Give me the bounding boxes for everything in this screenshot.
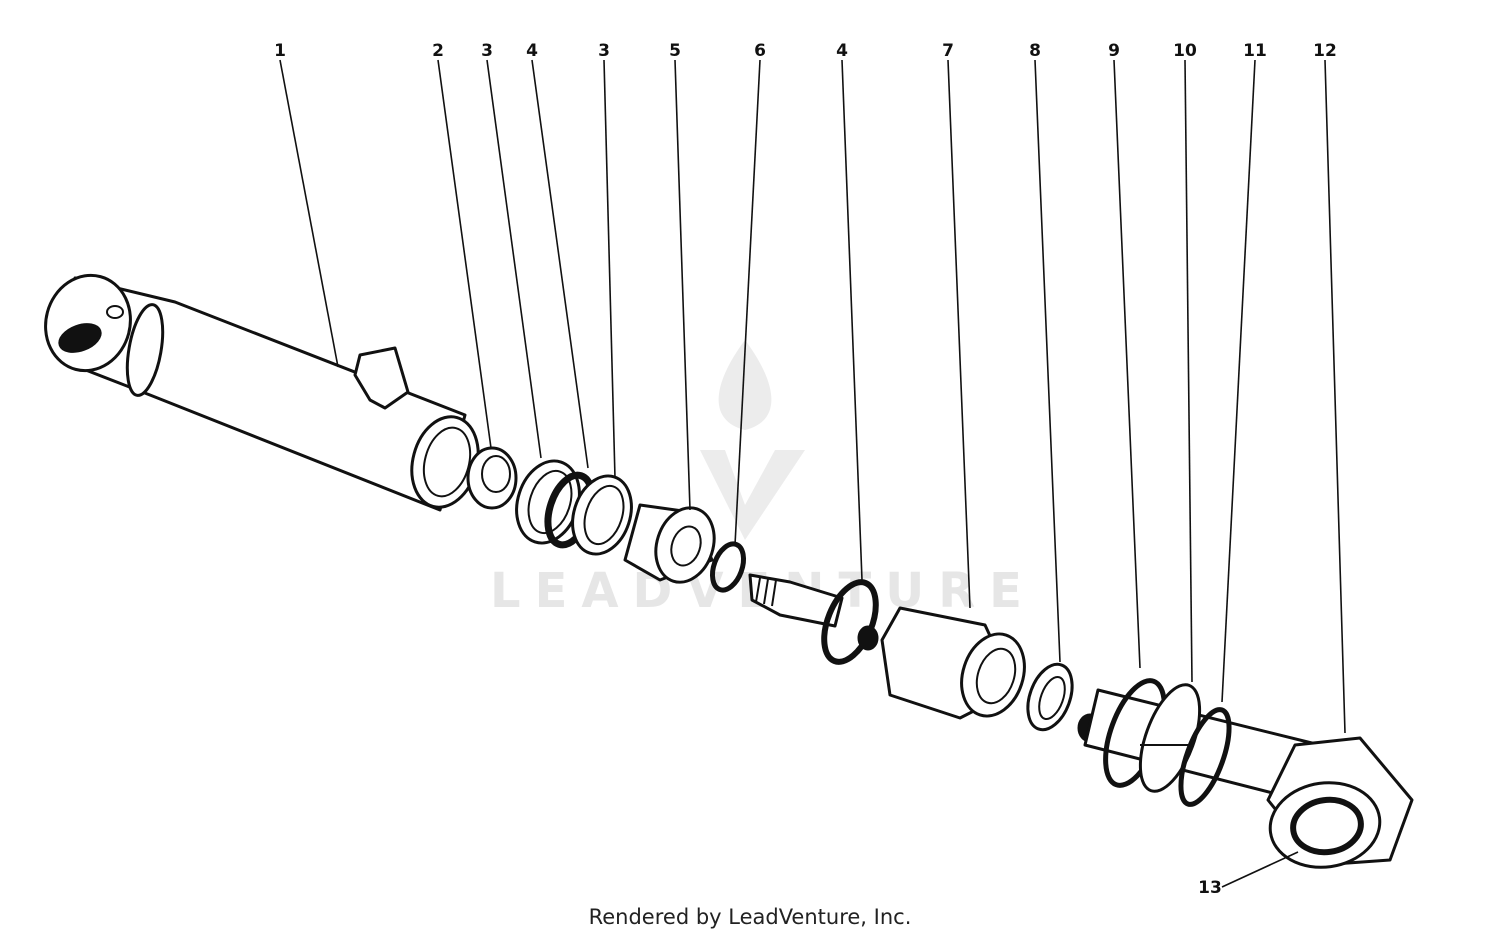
leader-line bbox=[531, 59, 589, 469]
callout-label: 10 bbox=[1173, 41, 1197, 61]
leader-line bbox=[734, 59, 761, 546]
callout-label: 9 bbox=[1108, 41, 1120, 61]
callout-label: 11 bbox=[1243, 41, 1267, 61]
leader-lines bbox=[279, 59, 1346, 888]
leader-line bbox=[1034, 59, 1061, 663]
part-5-gland bbox=[623, 503, 716, 584]
leader-line bbox=[1184, 59, 1193, 683]
leader-line bbox=[841, 59, 863, 581]
part-8-wiper bbox=[1026, 662, 1074, 732]
callout-labels: 1 2 3 4 3 5 6 4 7 8 9 10 11 12 13 bbox=[274, 41, 1337, 898]
callout-label: 3 bbox=[481, 41, 493, 61]
watermark-v-icon bbox=[700, 450, 805, 540]
callout-label: 4 bbox=[526, 41, 538, 61]
callout-label: 5 bbox=[669, 41, 681, 61]
callout-label: 4 bbox=[836, 41, 848, 61]
piston-rod-stud bbox=[748, 573, 844, 628]
leader-line bbox=[603, 59, 616, 479]
leader-line bbox=[947, 59, 971, 609]
footer-credit: Rendered by LeadVenture, Inc. bbox=[588, 905, 912, 929]
leader-line bbox=[486, 59, 542, 459]
part-13-bushing bbox=[1290, 796, 1364, 856]
callout-label: 8 bbox=[1029, 41, 1041, 61]
callout-label: 3 bbox=[598, 41, 610, 61]
callout-label: 1 bbox=[274, 41, 286, 61]
watermark-flame-icon bbox=[718, 340, 772, 430]
leader-line bbox=[279, 59, 339, 368]
callout-label: 12 bbox=[1313, 41, 1337, 61]
part-3-washer-b bbox=[571, 474, 633, 556]
leader-line bbox=[1221, 851, 1299, 888]
leader-line bbox=[1113, 59, 1141, 669]
part-1-cylinder-barrel bbox=[44, 273, 480, 512]
leader-line bbox=[674, 59, 691, 511]
part-6-o-ring bbox=[709, 541, 747, 593]
callout-label: 7 bbox=[942, 41, 954, 61]
leader-line bbox=[437, 59, 492, 449]
part-11-o-ring bbox=[1178, 707, 1232, 807]
leader-line bbox=[1324, 59, 1346, 734]
callout-label: 6 bbox=[754, 41, 766, 61]
callout-label: 13 bbox=[1198, 878, 1222, 898]
part-2-nut bbox=[466, 446, 518, 510]
leader-line bbox=[1221, 59, 1256, 703]
part-7-piston bbox=[857, 606, 1026, 720]
callout-label: 2 bbox=[432, 41, 444, 61]
